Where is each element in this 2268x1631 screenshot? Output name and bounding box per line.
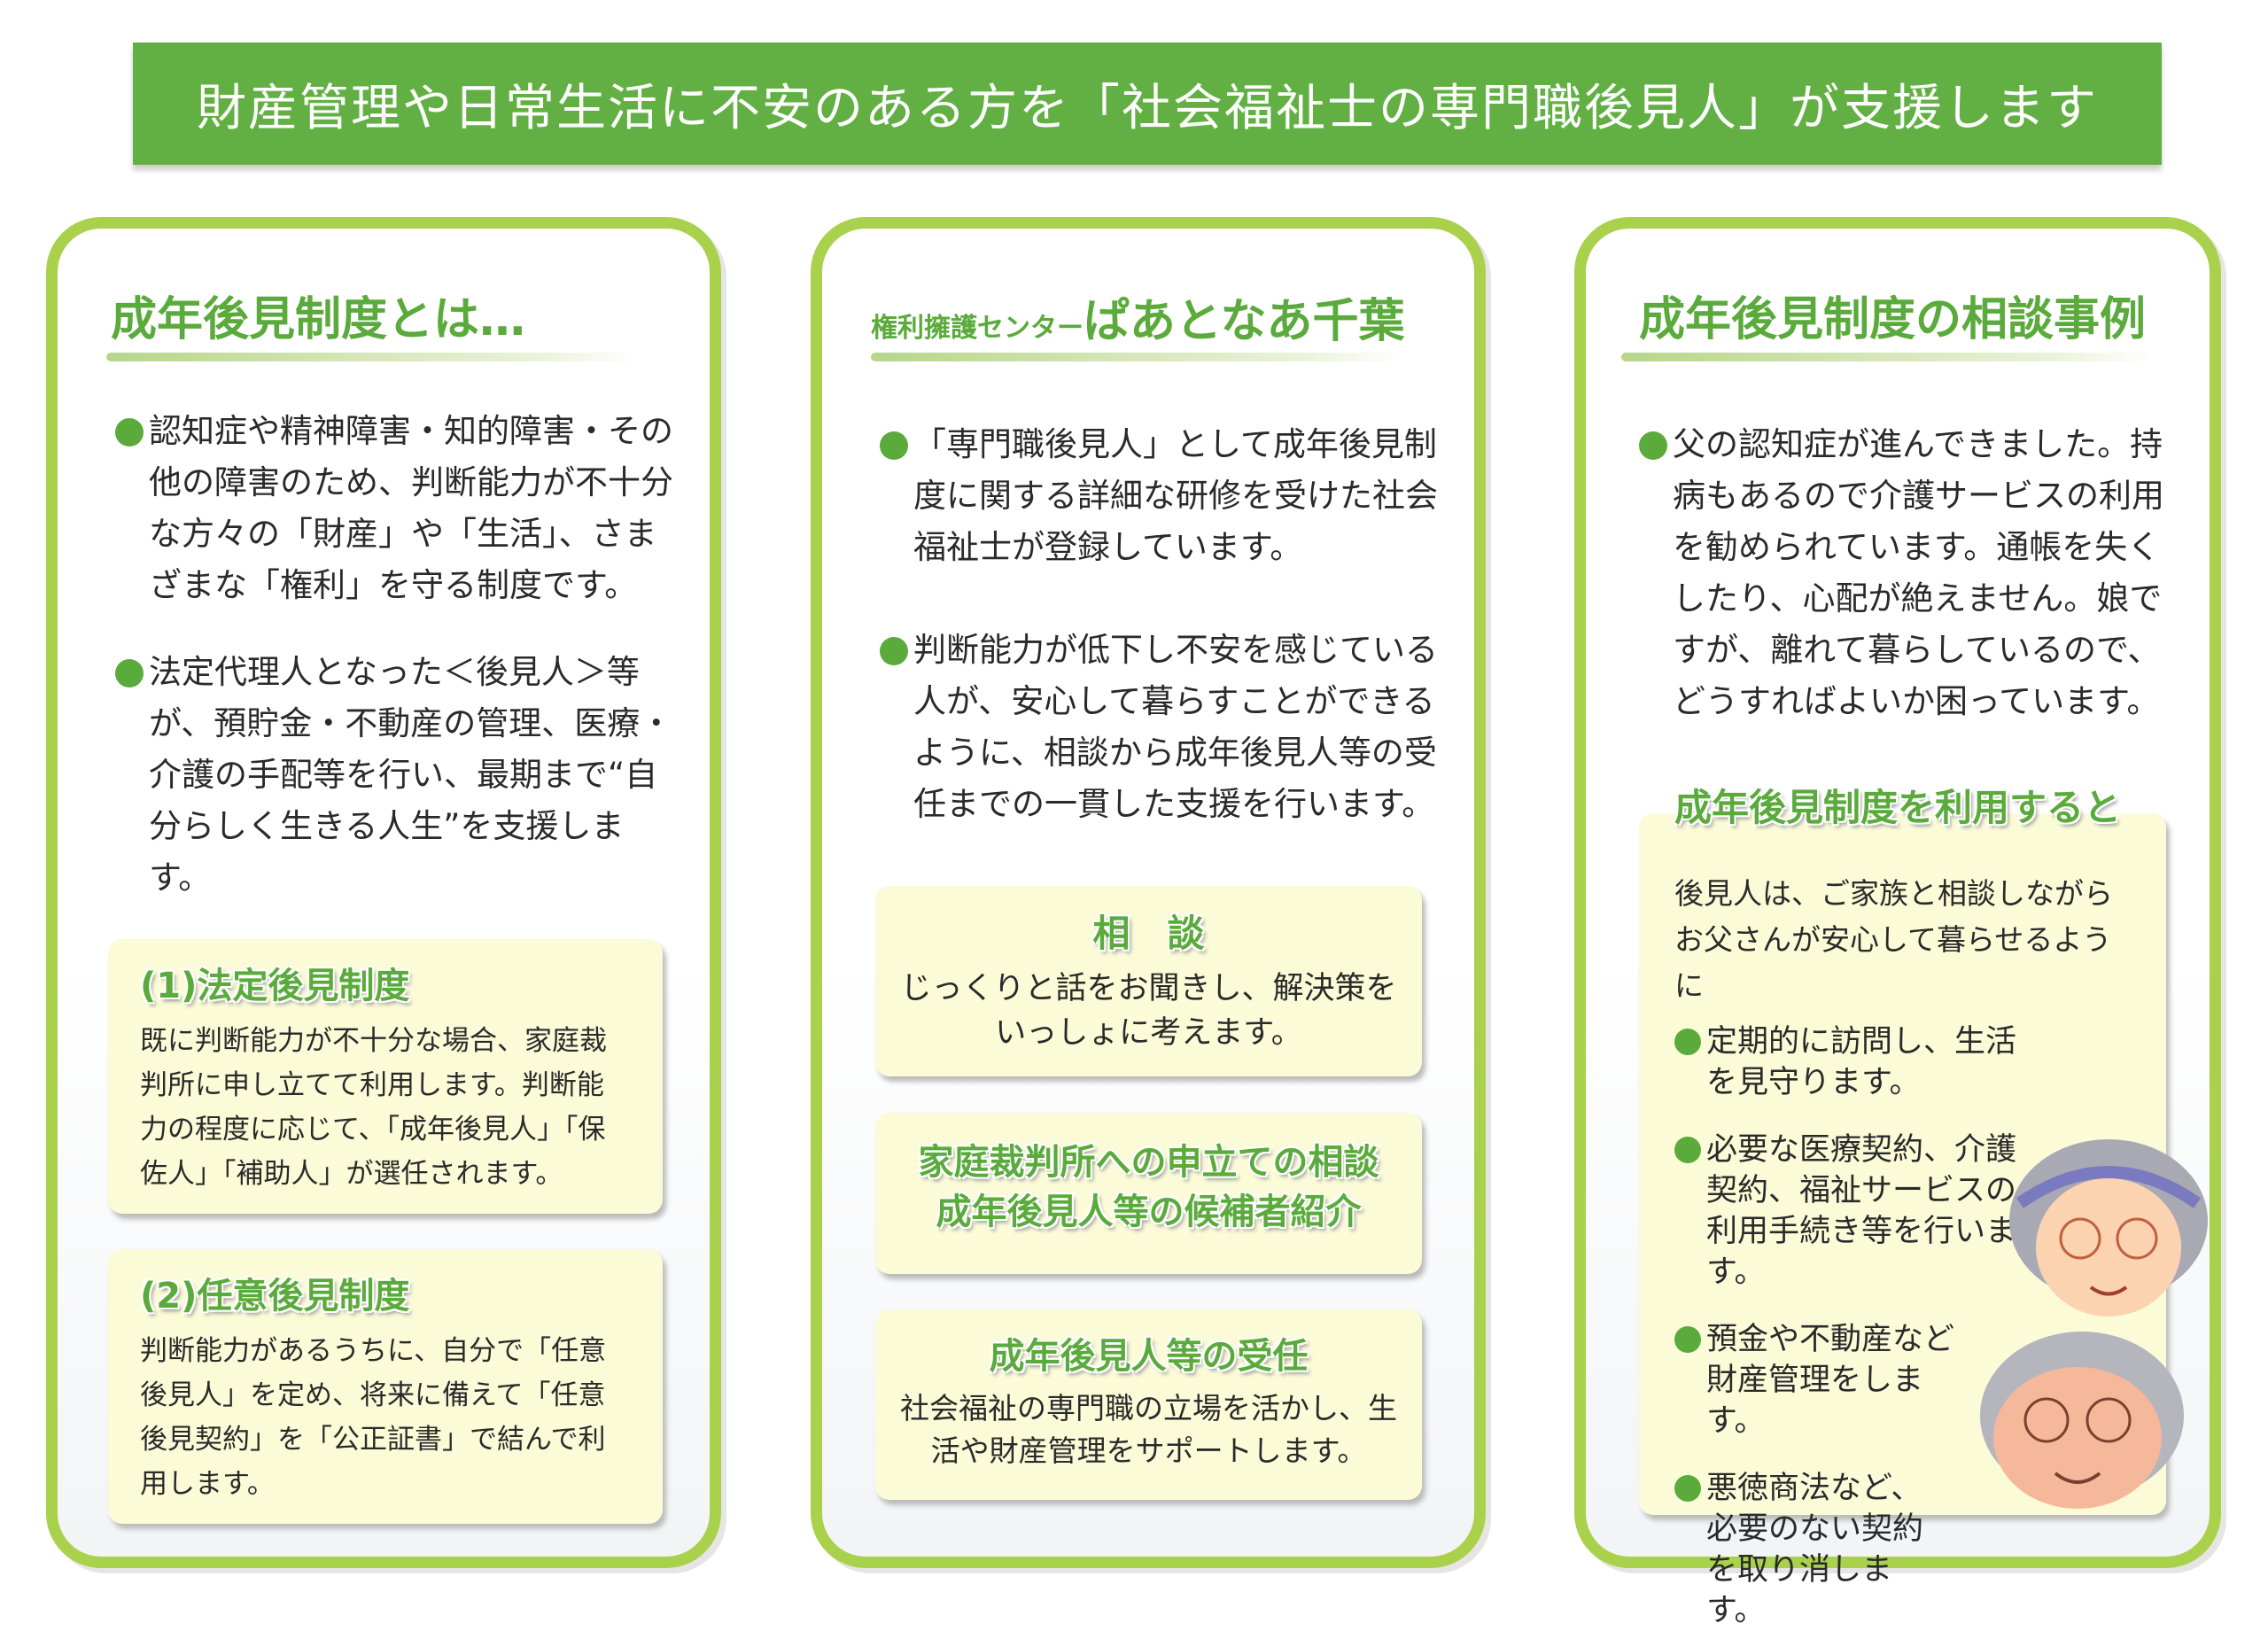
service-box-petition: 家庭裁判所への申立ての相談 成年後見人等の候補者紹介	[875, 1113, 1422, 1274]
bullet-icon	[115, 659, 144, 687]
box-text: じっくりと話をお聞きし、解決策をいっしょに考えます。	[900, 971, 1397, 1051]
service-box-consultation: 相 談 じっくりと話をお聞きし、解決策をいっしょに考えます。	[875, 886, 1422, 1076]
box-title: (2)任意後見制度	[140, 1276, 410, 1316]
bullet-icon	[1674, 1326, 1701, 1353]
panel-about-system: 成年後見制度とは… 認知症や精神障害・知的障害・その他の障害のため、判断能力が不…	[46, 217, 721, 1568]
bullet-item: 法定代理人となった＜後見人＞等が、預貯金・不動産の管理、医療・介護の手配等を行い…	[115, 647, 682, 904]
bullet-item: 認知症や精神障害・知的障害・その他の障害のため、判断能力が不十分な方々の「財産」…	[115, 406, 682, 611]
box-title: 相 談	[1092, 912, 1205, 955]
bullet-icon	[880, 431, 908, 460]
bullet-icon	[1674, 1475, 1701, 1502]
panel-center: 権利擁護センターぱあとなあ千葉 「専門職後見人」として成年後見制度に関する詳細な…	[811, 217, 1486, 1568]
box-title: (1)法定後見制度	[140, 966, 410, 1006]
header-banner: 財産管理や日常生活に不安のある方を「社会福祉士の専門職後見人」が支援します	[133, 43, 2162, 165]
bullet-icon	[880, 637, 908, 665]
panel-heading: 成年後見制度とは…	[111, 293, 526, 346]
heading-underline	[1621, 353, 2153, 361]
info-box-statutory: (1)法定後見制度 既に判断能力が不十分な場合、家庭裁判所に申し立てて利用します…	[108, 939, 663, 1214]
benefit-item: 預金や不動産など財産管理をします。	[1674, 1319, 1967, 1441]
box-title: 成年後見制度を利用すると	[1674, 786, 2122, 829]
bullet-icon	[1674, 1029, 1701, 1055]
benefit-item: 定期的に訪問し、生活を見守ります。	[1674, 1021, 2047, 1103]
bullet-icon	[1639, 431, 1667, 460]
benefit-item: 悪徳商法など、必要のない契約を取り消します。	[1674, 1468, 1949, 1631]
elderly-woman-illustration	[2009, 1139, 2208, 1316]
bullet-item: 「専門職後見人」として成年後見制度に関する詳細な研修を受けた社会福祉士が登録して…	[880, 419, 1447, 573]
box-text: 社会福祉の専門職の立場を活かし、生活や財産管理をサポートします。	[900, 1391, 1397, 1468]
panel-case-example: 成年後見制度の相談事例 父の認知症が進んできました。持病もあるので介護サービスの…	[1574, 217, 2221, 1628]
box-text: 判断能力があるうちに、自分で「任意後見人」を定め、将来に備えて「任意後見契約」を…	[140, 1335, 607, 1500]
benefit-item: 必要な医療契約、介護契約、福祉サービスの利用手続き等を行います。	[1674, 1130, 2029, 1293]
banner-title: 財産管理や日常生活に不安のある方を「社会福祉士の専門職後見人」が支援します	[197, 79, 2098, 137]
bullet-item: 父の認知症が進んできました。持病もあるので介護サービスの利用を勧められています。…	[1639, 419, 2188, 727]
panel-content: 認知症や精神障害・知的障害・その他の障害のため、判断能力が不十分な方々の「財産」…	[108, 406, 673, 1559]
box-title: 成年後見人等の候補者紹介	[936, 1192, 1362, 1232]
box-title: 成年後見人等の受任	[989, 1336, 1309, 1377]
heading-underline	[106, 353, 638, 361]
bullet-icon	[115, 418, 144, 447]
panel-heading: 権利擁護センターぱあとなあ千葉	[871, 295, 1405, 348]
heading-underline	[871, 353, 1402, 361]
elderly-man-illustration	[1980, 1332, 2184, 1509]
bullet-icon	[1674, 1137, 1701, 1163]
box-text: 既に判断能力が不十分な場合、家庭裁判所に申し立てて利用します。判断能力の程度に応…	[140, 1025, 607, 1190]
info-box-voluntary: (2)任意後見制度 判断能力があるうちに、自分で「任意後見人」を定め、将来に備え…	[108, 1249, 663, 1524]
panel-heading: 成年後見制度の相談事例	[1639, 293, 2147, 346]
box-title: 家庭裁判所への申立ての相談	[918, 1142, 1379, 1183]
bullet-item: 判断能力が低下し不安を感じている人が、安心して暮らすことができるように、相談から…	[880, 625, 1447, 830]
box-intro: 後見人は、ご家族と相談しながらお父さんが安心して暮らせるように	[1674, 876, 2113, 1003]
service-box-appointment: 成年後見人等の受任 社会福祉の専門職の立場を活かし、生活や財産管理をサポートしま…	[875, 1309, 1422, 1500]
